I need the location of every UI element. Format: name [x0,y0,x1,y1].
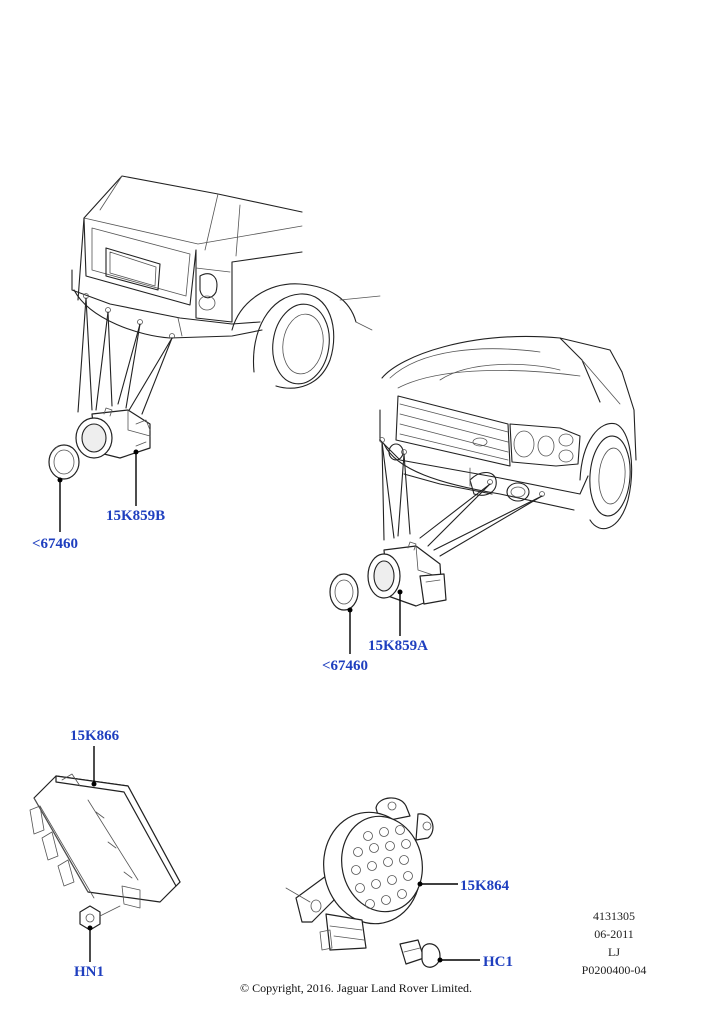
rear-sensor-bezel [48,444,80,480]
reference-line-1: 4131305 [593,909,635,923]
callout-sounder: 15K864 [460,878,510,894]
callout-rear-bezel: <67460 [32,536,78,552]
callout-nut: HN1 [74,964,104,980]
callout-module: 15K866 [70,728,120,744]
parking-aid-sounder [285,797,434,951]
copyright-notice: © Copyright, 2016. Jaguar Land Rover Lim… [240,981,472,995]
push-clip [399,939,441,968]
hex-nut [79,905,121,931]
rear-sensor-leaders [77,297,173,415]
reference-line-2: 06-2011 [594,927,634,941]
front-vehicle-illustration [379,335,637,530]
callout-clip: HC1 [483,954,513,970]
callout-front-sensor: 15K859A [368,638,428,654]
callout-front-bezel: <67460 [322,658,368,674]
rear-vehicle-illustration [71,175,381,389]
reference-line-3: LJ [608,945,620,959]
callout-rear-sensor: 15K859B [106,508,165,524]
parking-aid-module [29,773,181,909]
front-sensor-leaders [381,441,543,557]
front-sensor-bezel [329,573,359,611]
drawing-reference: 4131305 06-2011 LJ P0200400-04 [582,909,647,977]
rear-parking-sensor [75,407,151,459]
front-parking-sensor [367,541,447,607]
reference-line-4: P0200400-04 [582,963,647,977]
